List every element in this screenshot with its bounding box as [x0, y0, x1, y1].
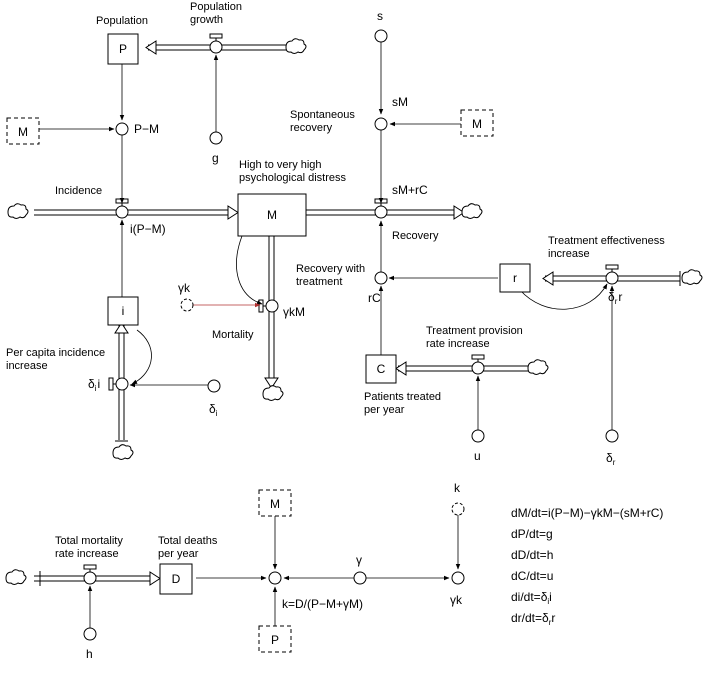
- aux-h: [83, 627, 97, 641]
- aux-gamma-k-bottom: [451, 571, 465, 585]
- label-k: k: [454, 481, 461, 495]
- label-delta-i-var: δi: [209, 402, 218, 418]
- label-gamma-k-top: γk: [178, 281, 191, 295]
- cloud-icon: [112, 444, 134, 460]
- label-gamma-k-M: γkM: [283, 305, 305, 319]
- shadow-M-left: [6, 117, 40, 145]
- shadow-M-right-label: M: [472, 117, 482, 131]
- valve-per-capita-incidence: [108, 377, 129, 391]
- shadow-P-bottom-label: P: [271, 633, 279, 647]
- label-delta-r-var: δr: [606, 451, 616, 467]
- stock-r: [499, 263, 531, 293]
- aux-gamma: [353, 571, 367, 585]
- auxiliaries: [83, 29, 619, 641]
- stock-i-label: i: [122, 304, 125, 318]
- cloud-icon: [681, 269, 703, 285]
- equation-di: di/dt=δii: [511, 590, 552, 606]
- label-u: u: [474, 449, 481, 463]
- aux-P-minus-M: [115, 122, 129, 136]
- label-P-minus-M: P−M: [134, 122, 159, 136]
- aux-gamma-k-top: [180, 298, 194, 312]
- aux-sM: [374, 117, 388, 131]
- cloud-icon: [5, 569, 27, 585]
- shadow-M-bottom: [258, 489, 292, 517]
- equation-dD: dD/dt=h: [511, 548, 553, 562]
- label-i-P-minus-M: i(P−M): [130, 222, 166, 236]
- shadow-P-bottom: [258, 625, 292, 653]
- stock-C: [365, 354, 397, 384]
- label-h: h: [86, 647, 93, 661]
- label-gamma: γ: [356, 553, 362, 567]
- valve-mortality: [258, 299, 279, 313]
- cloud-icon: [285, 38, 307, 54]
- label-delta-r-flow: δrr: [608, 290, 622, 306]
- connectors: [39, 42, 615, 628]
- label-incidence: Incidence: [55, 185, 102, 197]
- stock-M-label: M: [267, 208, 277, 222]
- equation-dM: dM/dt=i(P−M)−γkM−(sM+rC): [511, 506, 663, 520]
- aux-delta-r: [605, 429, 619, 443]
- label-sM-plus-rC: sM+rC: [392, 183, 428, 197]
- stock-P: [107, 33, 139, 65]
- aux-g: [209, 131, 223, 145]
- valves: [83, 33, 619, 585]
- label-sM: sM: [392, 95, 408, 109]
- label-s: s: [377, 9, 383, 23]
- stocks: [107, 33, 531, 595]
- shadow-M-left-label: M: [18, 125, 28, 139]
- equation-dr: dr/dt=δrr: [511, 611, 555, 627]
- stock-D: [159, 563, 193, 595]
- shadow-M-right: [460, 109, 494, 137]
- cloud-icon: [461, 203, 483, 219]
- shadow-M-bottom-label: M: [270, 497, 280, 511]
- pipe-incidence: [34, 205, 239, 220]
- valve-total-mortality: [83, 564, 97, 585]
- clouds: [5, 38, 703, 585]
- label-delta-i-flow: δii: [88, 377, 100, 393]
- label-mortality: Mortality: [212, 329, 254, 341]
- valve-treatment-provision: [471, 354, 485, 375]
- label-population: Population: [96, 15, 148, 27]
- pipe-total-mortality: [34, 571, 161, 586]
- pipe-treatment-provision: [395, 361, 530, 376]
- aux-s: [374, 29, 388, 43]
- label-recovery: Recovery: [392, 230, 439, 242]
- aux-k-formula: [268, 571, 282, 585]
- valve-treatment-effectiveness: [605, 264, 619, 285]
- label-rC: rC: [368, 291, 381, 305]
- label-k-formula: k=D/(P−M+γM): [282, 597, 363, 611]
- cloud-icon: [262, 385, 284, 401]
- equation-dP: dP/dt=g: [511, 527, 553, 541]
- stock-C-label: C: [377, 362, 386, 376]
- cloud-icon: [527, 359, 549, 375]
- stock-P-label: P: [119, 42, 127, 56]
- aux-u: [471, 429, 485, 443]
- stock-M: [237, 193, 307, 237]
- equations: dM/dt=i(P−M)−γkM−(sM+rC) dP/dt=g dD/dt=h…: [511, 506, 663, 627]
- aux-delta-i: [207, 379, 221, 393]
- label-gamma-k-bottom: γk: [450, 593, 463, 607]
- shadow-stocks: [6, 109, 494, 653]
- stock-r-label: r: [513, 271, 517, 285]
- equation-dC: dC/dt=u: [511, 569, 553, 583]
- label-g: g: [212, 151, 219, 165]
- valve-population-growth: [209, 33, 223, 54]
- aux-k: [451, 502, 465, 516]
- stock-i: [107, 296, 139, 326]
- stock-D-label: D: [172, 572, 181, 586]
- aux-rC: [374, 271, 388, 285]
- cloud-icon: [7, 203, 29, 219]
- auxiliaries-dashed: [180, 298, 465, 516]
